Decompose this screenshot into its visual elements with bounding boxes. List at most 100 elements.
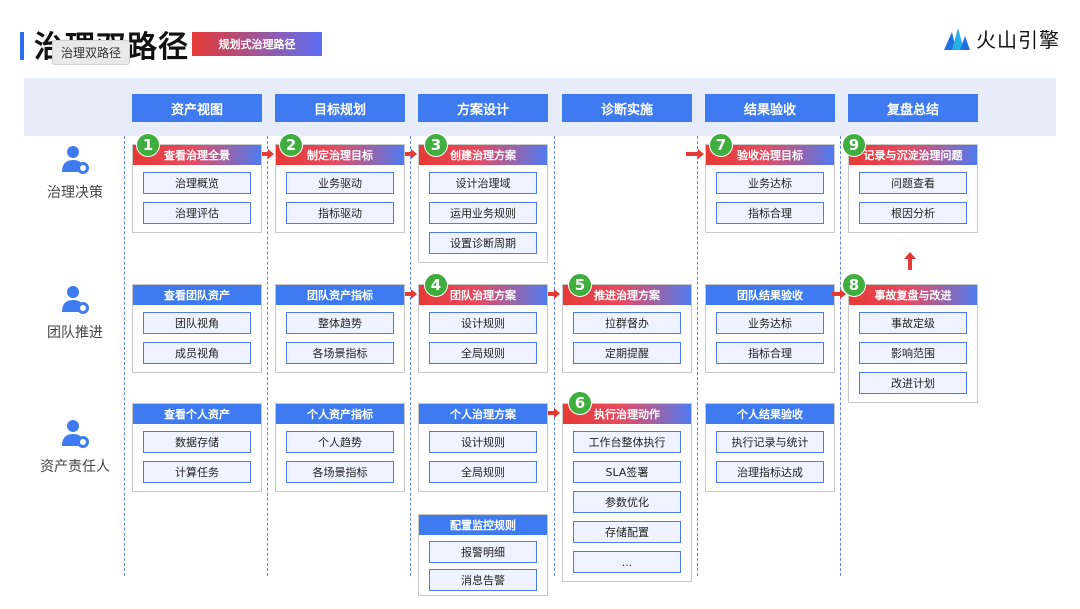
card-view-personal-assets: 查看个人资产 数据存储 计算任务 [132,403,262,492]
stage-acceptance: 结果验收 [705,94,835,122]
card-title: 个人资产指标 [276,404,404,424]
arrow-right-icon [262,149,274,159]
column-divider [124,136,125,576]
item-design-rules: 设计规则 [429,431,537,453]
card-title: 执行治理动作 [563,404,691,424]
stage-diagnosis: 诊断实施 [562,94,692,122]
card-incident-review: 事故复盘与改进 事故定级 影响范围 改进计划 [848,284,978,403]
card-title: 团队资产指标 [276,285,404,305]
card-advance-governance-plan: 推进治理方案 拉群督办 定期提醒 [562,284,692,373]
card-title: 个人结果验收 [706,404,834,424]
brand-logo: 火山引擎 [944,24,1060,53]
column-divider [410,136,411,576]
column-divider [840,136,841,576]
stage-goal-planning: 目标规划 [275,94,405,122]
item-sla-signing: SLA签署 [573,461,681,483]
item-execution-records: 执行记录与统计 [716,431,824,453]
card-create-governance-plan: 创建治理方案 设计治理域 运用业务规则 设置诊断周期 [418,144,548,263]
arrow-right-icon [832,289,846,299]
arrow-right-icon [686,149,704,159]
arrow-up-icon [904,252,916,270]
card-title: 查看个人资产 [133,404,261,424]
role-label: 团队推进 [47,325,103,341]
item-business-met: 业务达标 [716,172,824,194]
card-team-asset-metrics: 团队资产指标 整体趋势 各场景指标 [275,284,405,373]
stage-review: 复盘总结 [848,94,978,122]
card-personal-asset-metrics: 个人资产指标 个人趋势 各场景指标 [275,403,405,492]
item-set-diagnosis-cycle: 设置诊断周期 [429,232,537,254]
item-personal-trend: 个人趋势 [286,431,394,453]
card-title: 事故复盘与改进 [849,285,977,305]
role-owner: 资产责任人 [30,418,120,476]
step-badge: 4 [424,273,448,297]
card-accept-governance-goals: 验收治理目标 业务达标 指标合理 [705,144,835,233]
step-badge: 3 [424,133,448,157]
card-team-result-acceptance: 团队结果验收 业务达标 指标合理 [705,284,835,373]
card-title: 配置监控规则 [419,515,547,535]
item-team-view: 团队视角 [143,312,251,334]
step-badge: 5 [568,273,592,297]
step-badge: 6 [568,391,592,415]
subtitle-badge: 规划式治理路径 [192,32,322,56]
arrow-right-icon [548,408,560,418]
card-configure-monitoring-rules: 配置监控规则 报警明细 消息告警 [418,514,548,596]
card-title: 查看团队资产 [133,285,261,305]
item-governance-evaluation: 治理评估 [143,202,251,224]
step-badge: 7 [709,133,733,157]
column-divider [554,136,555,576]
card-team-governance-plan: 团队治理方案 设计规则 全局规则 [418,284,548,373]
arrow-right-icon [548,289,560,299]
item-business-met: 业务达标 [716,312,824,334]
card-title: 推进治理方案 [563,285,691,305]
item-more: ... [573,551,681,573]
item-governance-overview: 治理概览 [143,172,251,194]
item-design-domain: 设计治理域 [429,172,537,194]
role-team: 团队推进 [30,284,120,342]
card-title: 团队结果验收 [706,285,834,305]
item-data-storage: 数据存储 [143,431,251,453]
card-title: 记录与沉淀治理问题 [849,145,977,165]
item-periodic-reminder: 定期提醒 [573,342,681,364]
item-design-rules: 设计规则 [429,312,537,334]
item-overall-trend: 整体趋势 [286,312,394,334]
stage-asset-view: 资产视图 [132,94,262,122]
arrow-right-icon [405,289,417,299]
item-storage-config: 存储配置 [573,521,681,543]
item-metric-driven: 指标驱动 [286,202,394,224]
item-compute-tasks: 计算任务 [143,461,251,483]
item-global-rules: 全局规则 [429,461,537,483]
item-workbench-execution: 工作台整体执行 [573,431,681,453]
card-view-team-assets: 查看团队资产 团队视角 成员视角 [132,284,262,373]
card-title: 团队治理方案 [419,285,547,305]
role-decision: 治理决策 [30,144,120,202]
step-badge: 9 [842,133,866,157]
step-badge: 8 [842,273,866,297]
item-group-supervision: 拉群督办 [573,312,681,334]
item-message-alert: 消息告警 [429,569,537,591]
user-gear-icon [62,420,89,448]
card-personal-result-acceptance: 个人结果验收 执行记录与统计 治理指标达成 [705,403,835,492]
column-divider [697,136,698,576]
arrow-right-icon [405,149,417,159]
card-title: 制定治理目标 [276,145,404,165]
item-param-optimization: 参数优化 [573,491,681,513]
card-title: 创建治理方案 [419,145,547,165]
card-set-governance-goals: 制定治理目标 业务驱动 指标驱动 [275,144,405,233]
user-gear-icon [62,286,89,314]
item-metrics-reasonable: 指标合理 [716,342,824,364]
item-issue-view: 问题查看 [859,172,967,194]
item-scenario-metrics: 各场景指标 [286,342,394,364]
user-gear-icon [62,146,89,174]
column-divider [267,136,268,576]
item-apply-business-rules: 运用业务规则 [429,202,537,224]
card-title: 验收治理目标 [706,145,834,165]
card-personal-governance-plan: 个人治理方案 设计规则 全局规则 [418,403,548,492]
card-execute-governance-actions: 执行治理动作 工作台整体执行 SLA签署 参数优化 存储配置 ... [562,403,692,582]
item-business-driven: 业务驱动 [286,172,394,194]
card-title: 查看治理全景 [133,145,261,165]
item-incident-grading: 事故定级 [859,312,967,334]
card-record-governance-issues: 记录与沉淀治理问题 问题查看 根因分析 [848,144,978,233]
item-metrics-reasonable: 指标合理 [716,202,824,224]
item-member-view: 成员视角 [143,342,251,364]
role-label: 治理决策 [47,185,103,201]
